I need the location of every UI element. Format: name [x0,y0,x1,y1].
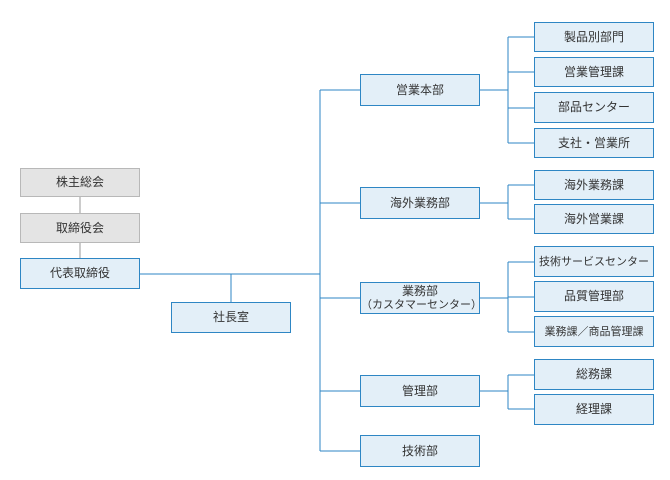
accounting-box: 経理課 [534,394,654,425]
tech-service-center-label: 技術サービスセンター [539,255,649,268]
shareholders-meeting-box: 株主総会 [20,168,140,197]
quality-control-box: 品質管理部 [534,281,654,312]
board-of-directors-box: 取締役会 [20,213,140,243]
shareholders-meeting-label: 株主総会 [55,175,104,189]
branches-offices-box: 支社・営業所 [534,128,654,158]
admin-dept-box: 管理部 [360,375,480,407]
operations-dept-sublabel: （カスタマーセンター） [361,298,482,311]
operations-product-section-box: 業務課／商品管理課 [534,316,654,347]
sales-admin-section-label: 営業管理課 [563,64,624,79]
sales-hq-box: 営業本部 [360,74,480,106]
operations-product-section-label: 業務課／商品管理課 [544,325,644,338]
parts-center-box: 部品センター [534,92,654,123]
sales-admin-section-box: 営業管理課 [534,57,654,87]
general-affairs-box: 総務課 [534,359,654,390]
presidents-office-box: 社長室 [171,302,291,333]
operations-dept-label: 業務部 [401,284,438,298]
admin-dept-label: 管理部 [401,383,438,398]
presidents-office-label: 社長室 [212,310,249,324]
tech-dept-label: 技術部 [401,443,438,458]
overseas-operations-section-box: 海外業務課 [534,170,654,200]
branches-offices-label: 支社・営業所 [557,135,630,150]
overseas-sales-section-label: 海外営業課 [563,211,624,226]
overseas-dept-label: 海外業務部 [389,195,450,210]
product-division-box: 製品別部門 [534,22,654,52]
ceo-box: 代表取締役 [20,258,140,289]
overseas-operations-section-label: 海外業務課 [563,177,624,192]
quality-control-label: 品質管理部 [563,289,624,303]
general-affairs-label: 総務課 [575,367,612,381]
operations-dept-box: 業務部 （カスタマーセンター） [360,282,482,314]
overseas-dept-box: 海外業務部 [360,187,480,219]
parts-center-label: 部品センター [557,100,630,114]
tech-dept-box: 技術部 [360,435,480,467]
product-division-label: 製品別部門 [563,29,624,44]
overseas-sales-section-box: 海外営業課 [534,204,654,234]
ceo-label: 代表取締役 [49,266,110,280]
sales-hq-label: 営業本部 [395,82,444,97]
accounting-label: 経理課 [575,402,612,416]
tech-service-center-box: 技術サービスセンター [534,246,654,277]
board-of-directors-label: 取締役会 [55,220,104,235]
